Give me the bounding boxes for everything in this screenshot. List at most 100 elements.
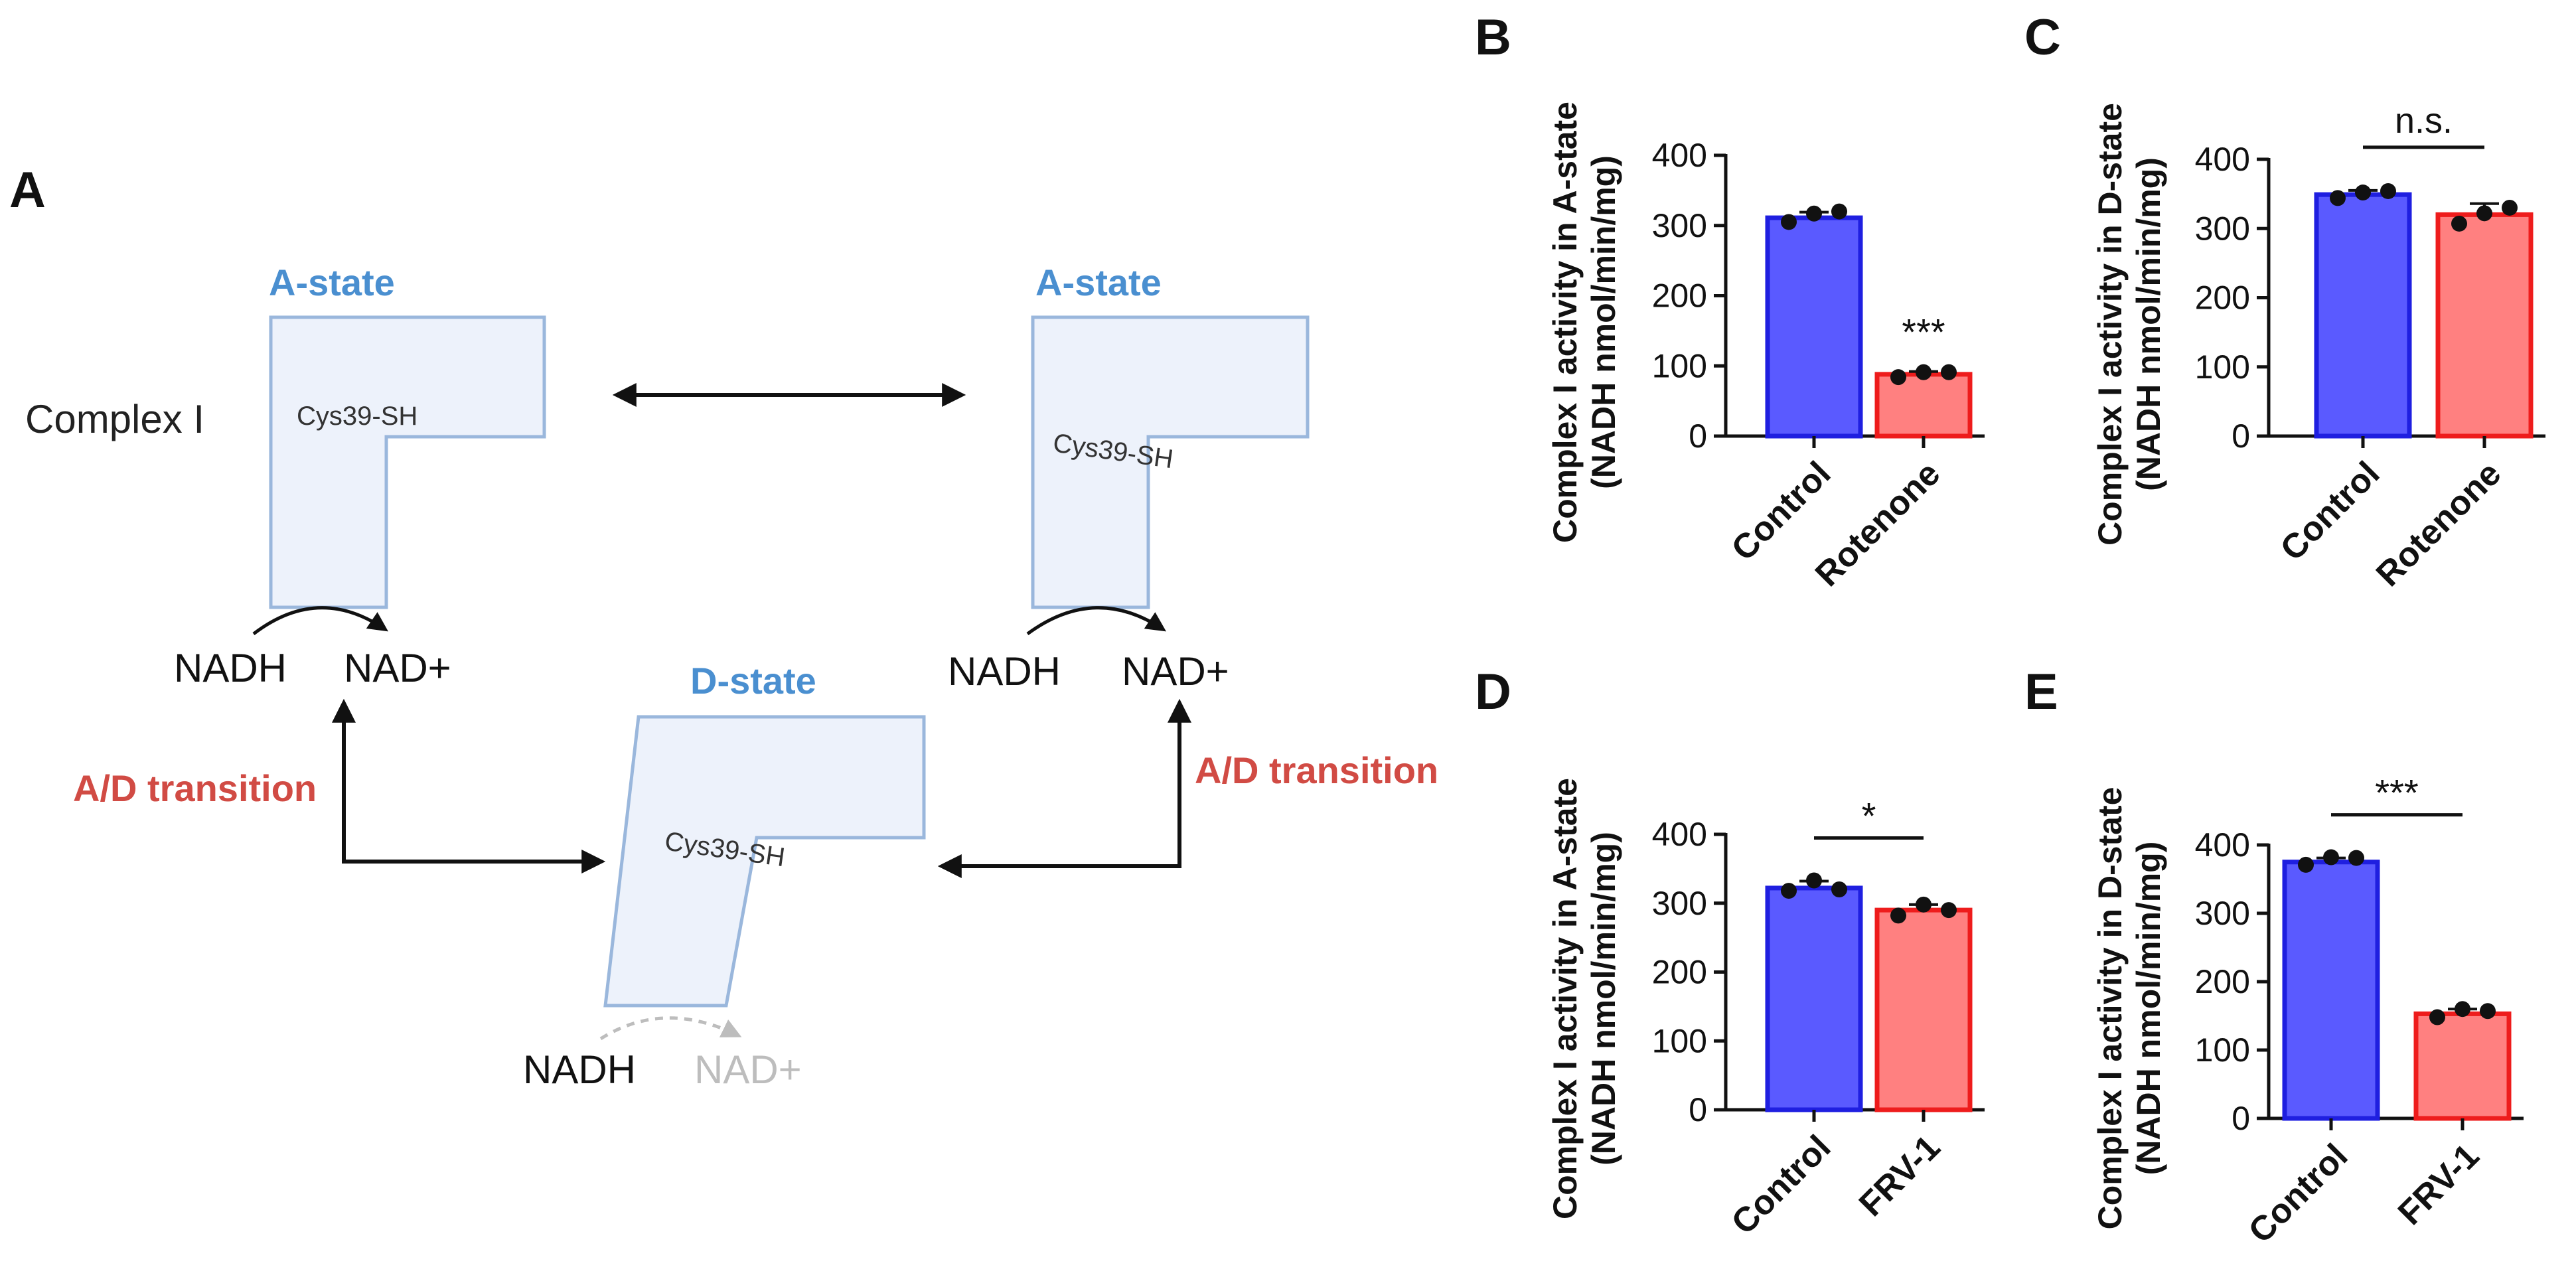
data-point <box>2451 215 2467 232</box>
y-tick-label: 0 <box>2232 417 2250 455</box>
data-point <box>2476 205 2492 222</box>
significance-label: *** <box>1902 311 1945 353</box>
data-point <box>2348 850 2364 866</box>
bar-frv-1 <box>2413 1011 2512 1121</box>
panel-letter-d: D <box>1475 664 1511 720</box>
complex-shape-d-state <box>603 715 926 1008</box>
y-tick-label: 0 <box>2232 1100 2250 1137</box>
reaction-arrow-right <box>1026 606 1166 636</box>
significance-label: * <box>1862 795 1876 837</box>
panel-letter-c: C <box>2024 9 2061 66</box>
bar-control <box>1765 885 1863 1112</box>
nadh-label-right: NADH <box>948 649 1061 694</box>
data-point <box>2330 190 2346 206</box>
data-point <box>1890 907 1906 924</box>
y-axis-label-units: (NADH nmol/min/mg) <box>2130 842 2167 1175</box>
transition-arrow-left <box>332 698 606 873</box>
bar-rotenone <box>1874 372 1973 439</box>
y-tick-label: 300 <box>1652 885 1707 922</box>
reaction-arrow-d-state <box>599 1016 742 1041</box>
bar-frv-1 <box>1874 907 1973 1112</box>
d-state-label: D-state <box>690 660 816 702</box>
y-tick-label: 400 <box>1652 137 1707 174</box>
x-tick-label-control: Control <box>2273 454 2387 568</box>
bar-rotenone <box>2435 212 2534 439</box>
data-point <box>1831 203 1847 220</box>
bar-control <box>2314 192 2412 439</box>
y-tick-label: 200 <box>1652 277 1707 315</box>
data-point <box>1806 872 1822 889</box>
x-tick-label-control: Control <box>2241 1136 2356 1250</box>
x-tick-label-frv-1: FRV-1 <box>2391 1136 2487 1233</box>
panel-a-diagram: A Complex I A-state Cys39-SH NADH NAD+ A… <box>9 162 1438 1092</box>
data-point <box>2323 849 2339 866</box>
nad-plus-label-d-state: NAD+ <box>694 1047 802 1092</box>
y-tick-label: 0 <box>1689 1091 1707 1128</box>
data-point <box>1916 896 1932 913</box>
data-point <box>1806 205 1822 222</box>
complex-shape-a-state-left <box>269 315 546 609</box>
y-tick-label: 100 <box>2195 348 2250 386</box>
complex-shape-a-state-right <box>1031 315 1310 609</box>
transition-label-left: A/D transition <box>73 767 317 809</box>
data-point <box>2298 856 2314 873</box>
y-axis-label: Complex I activity in D-state <box>2091 787 2129 1230</box>
y-tick-label: 100 <box>2195 1031 2250 1069</box>
data-point <box>1916 364 1932 380</box>
y-tick-label: 300 <box>2195 895 2250 932</box>
y-axis-label: Complex I activity in A-state <box>1547 778 1584 1219</box>
nadh-label-d-state: NADH <box>523 1047 636 1092</box>
a-state-label-left: A-state <box>269 262 395 303</box>
chart-panel-d: D Complex I activity in A-state(NADH nmol… <box>1475 664 1985 1242</box>
nadh-label-left: NADH <box>174 646 287 690</box>
cys-label-left: Cys39-SH <box>297 402 417 431</box>
panel-letter-e: E <box>2024 664 2058 720</box>
data-point <box>1941 902 1957 919</box>
panel-letter-b: B <box>1475 9 1511 66</box>
x-tick-label-control: Control <box>1724 1128 1839 1242</box>
chart-panel-b: B Complex I activity in A-state(NADH nmol… <box>1475 9 1985 594</box>
significance-label: n.s. <box>2395 101 2453 141</box>
transition-arrow-right <box>937 698 1191 878</box>
y-tick-label: 200 <box>2195 963 2250 1000</box>
data-point <box>2480 1003 2496 1020</box>
y-axis-label: Complex I activity in A-state <box>1547 102 1584 543</box>
x-tick-label-frv-1: FRV-1 <box>1852 1128 1948 1224</box>
data-point <box>2380 183 2396 199</box>
y-axis-label-units: (NADH nmol/min/mg) <box>2130 157 2167 491</box>
data-point <box>2455 1001 2470 1018</box>
y-tick-label: 200 <box>2195 279 2250 317</box>
y-tick-label: 300 <box>2195 210 2250 247</box>
reaction-arrow-left <box>252 606 388 635</box>
y-axis-label-units: (NADH nmol/min/mg) <box>1585 832 1622 1166</box>
y-tick-label: 400 <box>2195 826 2250 864</box>
y-tick-label: 100 <box>1652 347 1707 384</box>
chart-panel-c: C Complex I activity in D-state(NADH nmol… <box>2024 9 2545 594</box>
bar-control <box>2282 860 2380 1121</box>
y-axis-label: Complex I activity in D-state <box>2091 103 2129 546</box>
y-tick-label: 200 <box>1652 954 1707 991</box>
data-point <box>1781 214 1797 230</box>
bar-control <box>1765 215 1863 439</box>
data-point <box>2502 199 2518 216</box>
data-point <box>2355 185 2371 201</box>
data-point <box>1781 883 1797 899</box>
data-point <box>2429 1009 2445 1025</box>
data-point <box>1941 364 1957 380</box>
y-tick-label: 300 <box>1652 207 1707 244</box>
y-axis-label-units: (NADH nmol/min/mg) <box>1585 155 1622 489</box>
y-tick-label: 400 <box>2195 141 2250 178</box>
chart-panel-e: E Complex I activity in D-state(NADH nmol… <box>2024 664 2524 1250</box>
data-point <box>1890 369 1906 386</box>
x-tick-label-control: Control <box>1724 454 1839 568</box>
significance-label: *** <box>2375 772 2418 814</box>
panel-letter-a: A <box>9 162 46 218</box>
y-tick-label: 100 <box>1652 1022 1707 1059</box>
y-tick-label: 400 <box>1652 816 1707 853</box>
data-point <box>1831 881 1847 897</box>
y-tick-label: 0 <box>1689 417 1707 455</box>
x-tick-label-rotenone: Rotenone <box>2369 454 2509 594</box>
transition-label-right: A/D transition <box>1195 749 1438 791</box>
